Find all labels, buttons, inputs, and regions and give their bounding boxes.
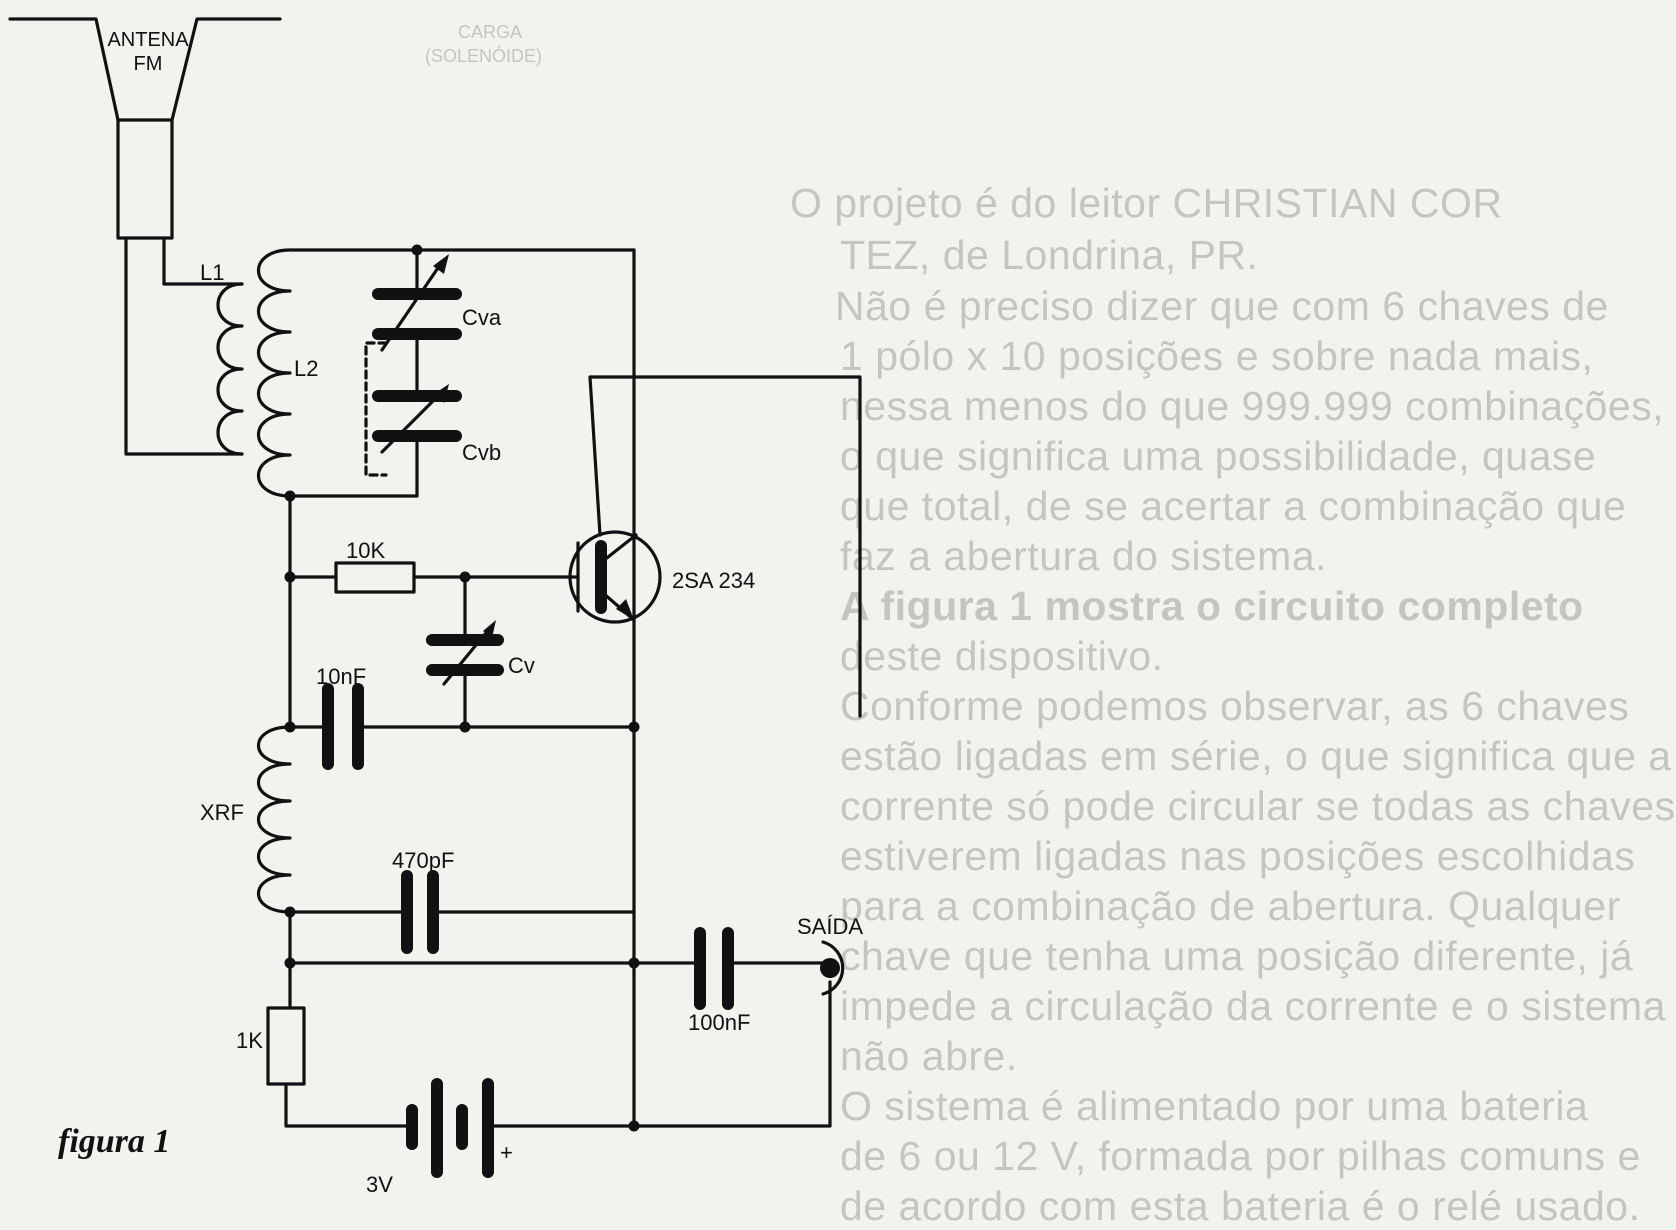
cva-label: Cva	[462, 305, 502, 330]
battery-plus-label: +	[500, 1140, 513, 1165]
ghost-line: corrente só pode circular se todas as ch…	[840, 783, 1676, 829]
cvb-label: Cvb	[462, 440, 501, 465]
ghost-line: de acordo com esta bateria é o relé usad…	[840, 1183, 1641, 1229]
antenna-sublabel: FM	[134, 53, 163, 75]
ghost-line: nessa menos do que 999.999 combinações,	[840, 383, 1665, 429]
resistor-10k	[334, 561, 416, 594]
wiring	[284, 248, 862, 1128]
ghost-line: estiverem ligadas nas posições escolhida…	[840, 833, 1636, 879]
ghost-line: Não é preciso dizer que com 6 chaves de	[835, 283, 1609, 329]
coil-l1	[216, 282, 244, 456]
coil-l2-label: L2	[294, 356, 318, 381]
circuit-schematic: ANTENA FM L1 L2 Cva Cvb 10K 2SA 234 Cv 1…	[8, 17, 863, 1197]
battery-label: 3V	[366, 1172, 393, 1197]
capacitor-470pf	[401, 870, 439, 954]
choke-xrf-label: XRF	[200, 800, 244, 825]
output-jack	[820, 940, 845, 996]
resistor-1k	[266, 1006, 306, 1086]
ghost-line: de 6 ou 12 V, formada por pilhas comuns …	[840, 1133, 1641, 1179]
resistor-10k-label: 10K	[346, 538, 385, 563]
capacitor-100nf-label: 100nF	[688, 1010, 750, 1035]
coil-l2	[256, 248, 292, 498]
choke-xrf	[257, 725, 292, 914]
ghost-line: O sistema é alimentado por uma bateria	[840, 1083, 1589, 1129]
ghost-line: que total, de se acertar a combinação qu…	[840, 483, 1627, 529]
coil-l1-label: L1	[200, 260, 224, 285]
ghost-line: chave que tenha uma posição diferente, j…	[840, 933, 1634, 979]
variable-capacitor-cva	[372, 254, 462, 352]
battery-3v	[406, 1078, 494, 1178]
ghost-line: A figura 1 mostra o circuito completo	[840, 583, 1584, 629]
variable-capacitor-cv	[426, 620, 504, 686]
capacitor-10nf	[322, 683, 364, 770]
ghost-line: para a combinação de abertura. Qualquer	[840, 883, 1621, 929]
schematic-page: CARGA (SOLENÓIDE) O projeto é do leitor …	[8, 17, 1675, 1229]
cv-label: Cv	[508, 653, 535, 678]
fm-antenna	[8, 17, 282, 456]
ghost-line: o que significa uma possibilidade, quase	[840, 433, 1597, 479]
transistor-2sa234	[568, 530, 662, 624]
ghost-line: 1 pólo x 10 posições e sobre nada mais,	[840, 333, 1594, 379]
transistor-label: 2SA 234	[672, 568, 755, 593]
capacitor-100nf	[694, 927, 734, 1010]
ghost-line: impede a circulação da corrente e o sist…	[840, 983, 1666, 1029]
variable-capacitor-cvb	[372, 384, 462, 454]
resistor-1k-label: 1K	[236, 1028, 263, 1053]
figure-caption: figura 1	[58, 1123, 170, 1160]
capacitor-10nf-label: 10nF	[316, 664, 366, 689]
ganged-tuning-link	[364, 341, 388, 477]
ghost-line: Conforme podemos observar, as 6 chaves	[840, 683, 1630, 729]
ghost-line: estão ligadas em série, o que significa …	[840, 733, 1672, 779]
capacitor-470pf-label: 470pF	[392, 848, 454, 873]
antenna-label: ANTENA	[107, 29, 189, 51]
output-label: SAÍDA	[797, 914, 863, 939]
junction-dots	[284, 244, 640, 1132]
